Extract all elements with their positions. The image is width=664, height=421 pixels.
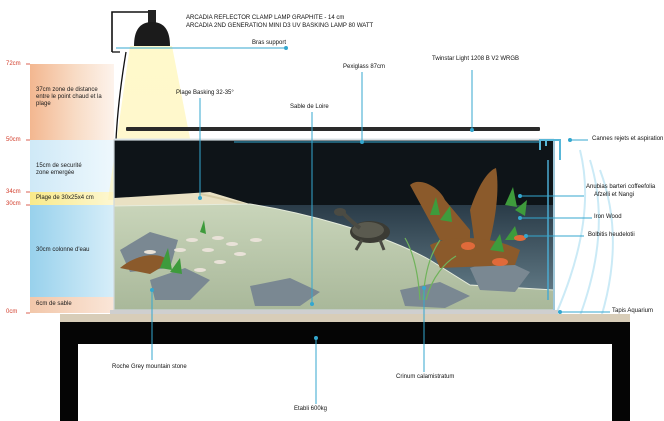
zone-plage (30, 192, 114, 205)
zone-sable (30, 297, 114, 313)
label-anubias-2: Afzelli et Nangi (594, 192, 635, 198)
cannes-pipes (539, 139, 561, 160)
lamp-clip (148, 10, 156, 24)
label-pexiglass: Pexiglass 87cm (343, 64, 386, 70)
label-roche: Roche Grey mountain stone (112, 364, 187, 370)
zone-text-sable: 6cm de sable (36, 301, 72, 307)
zone-eau (30, 205, 114, 297)
lamp-arm (111, 11, 152, 52)
scale-0: 0cm (6, 309, 18, 315)
leader-lines (116, 47, 610, 404)
twinstar-bar (126, 127, 540, 131)
label-twinstar: Twinstar Light 1208 B V2 WRGB (432, 56, 520, 62)
label-etabli: Etabli 600kg (294, 406, 328, 412)
lamp-label-2: ARCADIA 2ND GENERATION MINI D3 UV BASKIN… (186, 23, 374, 29)
etabli-top (60, 314, 630, 322)
label-anubias-1: Anubias barteri coffeefolia (586, 184, 656, 190)
zone-distance (30, 64, 114, 140)
turtle (334, 208, 390, 251)
label-plage-basking: Plage Basking 32-35° (176, 90, 234, 96)
zone-text-plage: Plage de 30x25x4 cm (36, 195, 94, 201)
scale-34: 34cm (6, 189, 21, 195)
label-iron-wood: Iron Wood (594, 214, 622, 220)
scale-30: 30cm (6, 201, 21, 207)
label-crinum: Crinum calamistratum (396, 374, 455, 380)
label-bolbitis: Bolbitis heudelotii (588, 232, 635, 238)
zone-text-eau: 30cm colonne d'eau (36, 247, 90, 253)
label-sable-loire: Sable de Loire (290, 104, 329, 110)
scale-ticks (26, 63, 30, 314)
etabli-inner (78, 344, 612, 421)
label-cannes: Cannes rejets et aspiration (592, 136, 664, 142)
lamp-hood (134, 22, 170, 46)
leader-dots (150, 46, 572, 340)
label-tapis: Tapis Aquarium (612, 308, 654, 314)
scale-72: 72cm (6, 61, 21, 67)
beach (114, 192, 250, 206)
red-fish (461, 235, 526, 266)
zone-text-securite: 15cm de securité zone emergée (36, 163, 82, 176)
zone-text-distance: 37cm zone de distance entre le point cha… (36, 87, 102, 107)
fish-school (144, 236, 262, 272)
label-bras-support: Bras support (252, 40, 287, 46)
tapis (110, 310, 558, 314)
sand-slope (114, 204, 554, 310)
lamp-label-1: ARCADIA REFLECTOR CLAMP LAMP GRAPHITE - … (186, 15, 345, 21)
plants (160, 187, 527, 274)
scale-50: 50cm (6, 137, 21, 143)
zone-securite (30, 140, 114, 192)
